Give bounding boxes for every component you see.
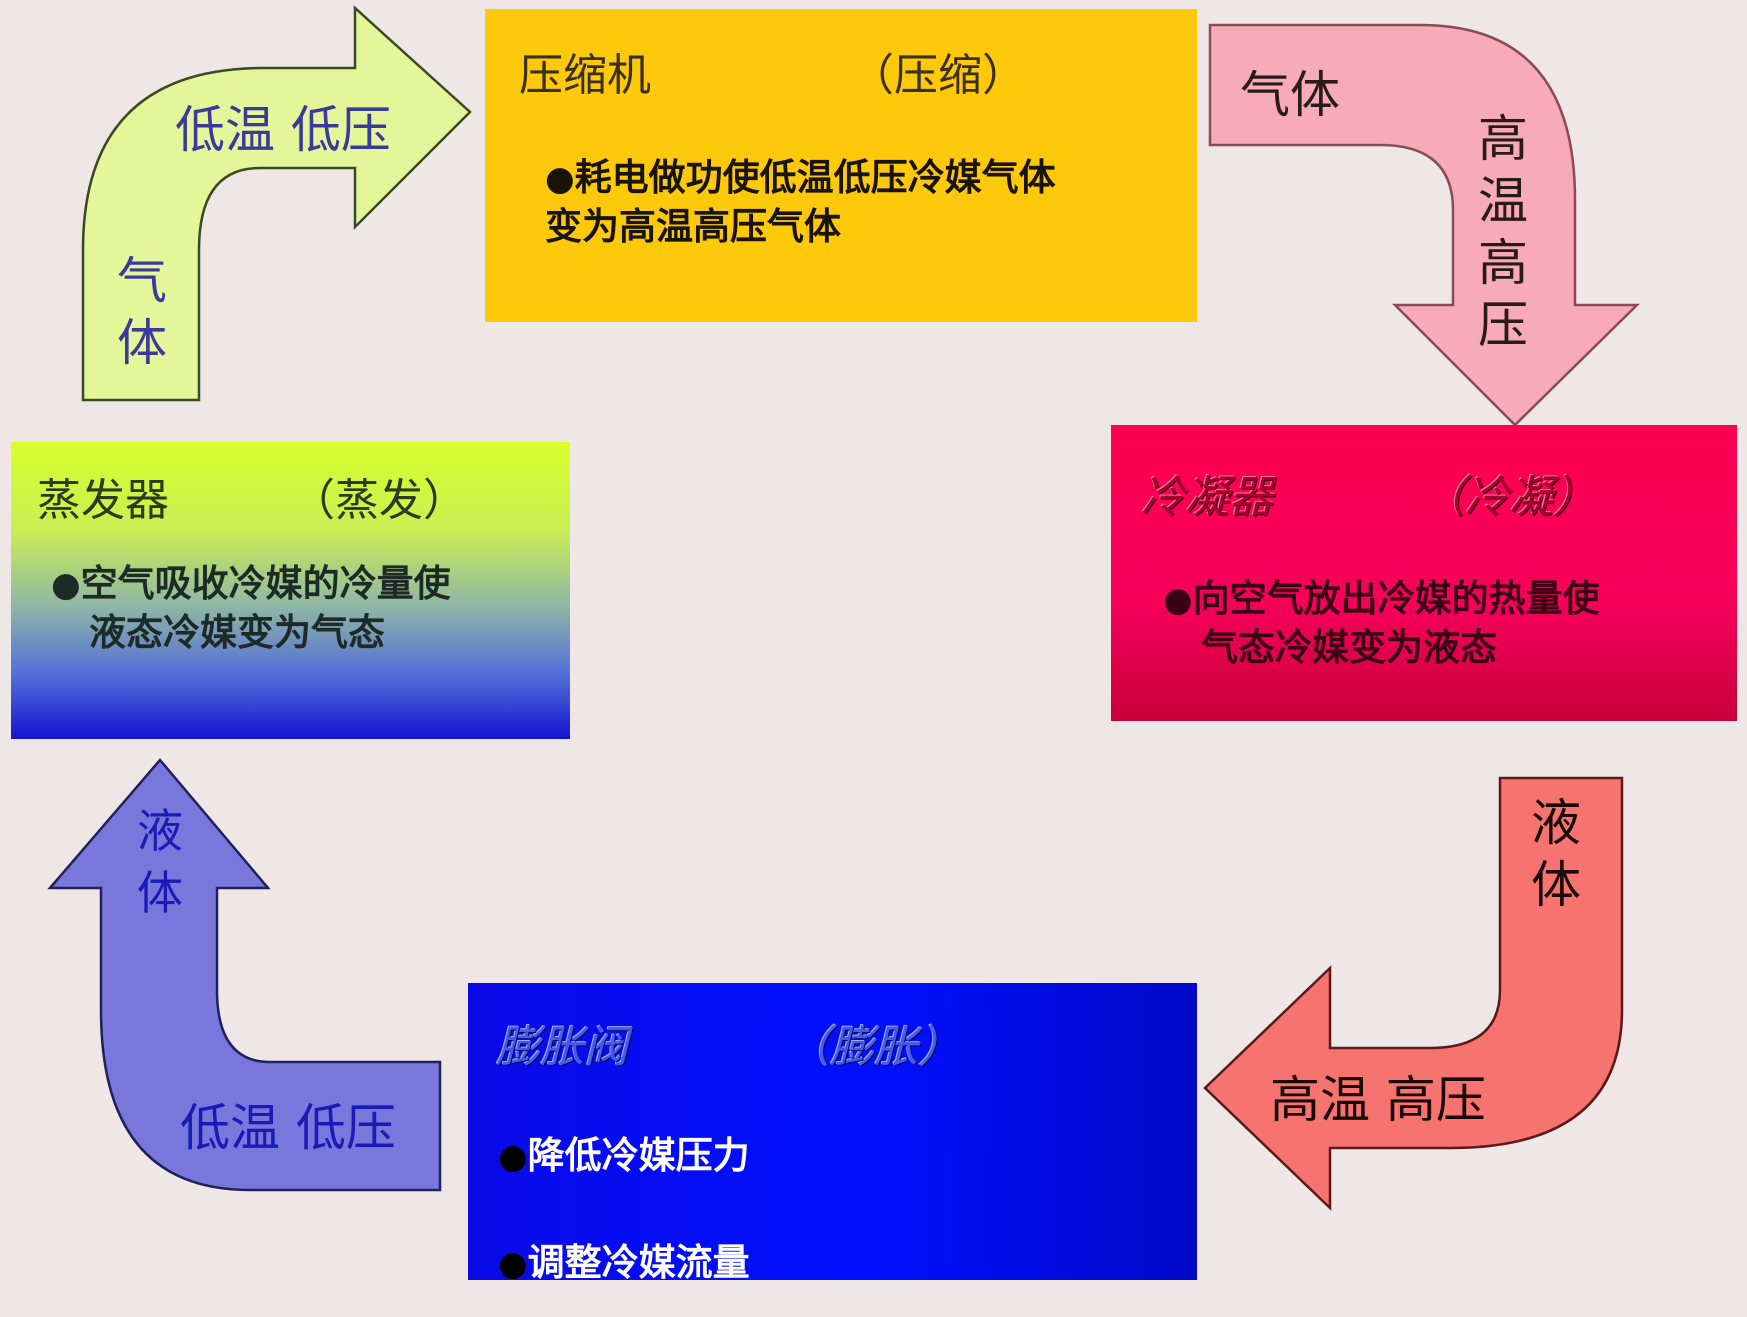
compressor-description: ●耗电做功使低温低压冷媒气体 变为高温高压气体	[545, 156, 1056, 248]
arrow-label-condition: 低温 低压	[175, 101, 391, 159]
arrow-compressor-to-condenser	[1208, 23, 1641, 427]
bullet-icon: ●	[498, 1137, 528, 1177]
bullet-icon: ●	[545, 159, 575, 199]
expansion-valve-process: （膨胀）	[786, 1022, 962, 1073]
arrow-label-state: 气体	[117, 252, 167, 372]
evaporator-title: 蒸发器	[37, 475, 169, 526]
flow-arrows	[47, 5, 1641, 1211]
expansion-valve-title: 膨胀阀	[496, 1022, 628, 1073]
arrow-expansion-to-evaporator	[47, 758, 442, 1192]
bullet-icon: ●	[498, 1244, 528, 1284]
condenser-description: ●向空气放出冷媒的热量使 气态冷媒变为液态	[1163, 577, 1600, 669]
arrow-evaporator-to-compressor	[81, 5, 472, 402]
arrow-label-state: 气体	[1240, 66, 1340, 124]
condenser-process: （冷凝）	[1421, 472, 1597, 523]
arrow-label-state: 液体	[137, 804, 183, 920]
compressor-process: （压缩）	[850, 50, 1026, 101]
arrow-label-condition: 低温 低压	[180, 1099, 396, 1157]
bullet-icon: ●	[1163, 580, 1193, 620]
evaporator-box: 蒸发器 （蒸发） ●空气吸收冷媒的冷量使 液态冷媒变为气态	[11, 442, 570, 739]
condenser-title: 冷凝器	[1141, 472, 1273, 523]
evaporator-description: ●空气吸收冷媒的冷量使 液态冷媒变为气态	[51, 562, 451, 654]
arrow-label-state: 液体	[1531, 794, 1581, 914]
compressor-box: 压缩机 （压缩） ●耗电做功使低温低压冷媒气体 变为高温高压气体	[485, 9, 1197, 322]
condenser-box: 冷凝器 （冷凝） ●向空气放出冷媒的热量使 气态冷媒变为液态	[1111, 425, 1737, 721]
bullet-icon: ●	[51, 565, 81, 605]
evaporator-process: （蒸发）	[291, 475, 467, 526]
compressor-title: 压缩机	[519, 50, 651, 101]
arrow-label-condition: 高温高压	[1478, 110, 1528, 354]
arrow-condenser-to-expansion	[1203, 776, 1624, 1211]
expansion-valve-box: 膨胀阀 （膨胀） ●降低冷媒压力 ●调整冷媒流量	[468, 983, 1197, 1284]
arrow-label-condition: 高温 高压	[1270, 1071, 1486, 1129]
expansion-valve-description: ●降低冷媒压力 ●调整冷媒流量	[498, 1134, 750, 1284]
